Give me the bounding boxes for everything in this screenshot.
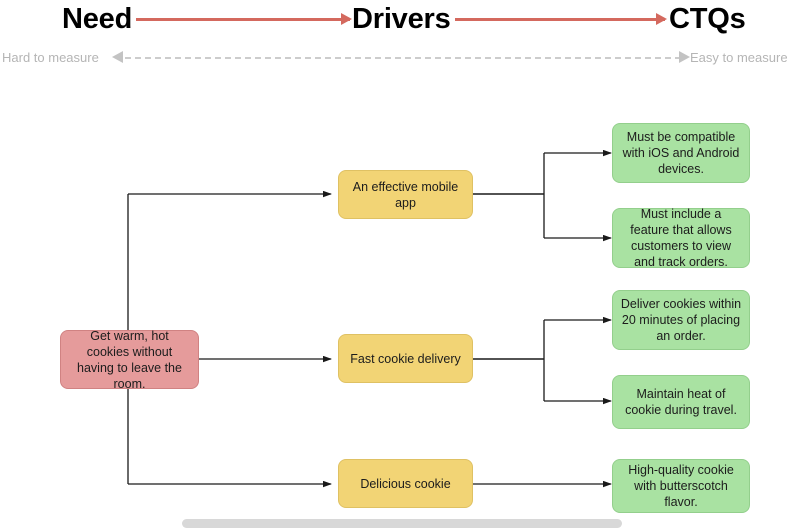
node-ctq-maintain-heat[interactable]: Maintain heat of cookie during travel. [612, 375, 750, 429]
node-ctq-label: High-quality cookie with butterscotch fl… [628, 463, 734, 509]
measure-right-arrow-icon [679, 51, 690, 63]
header-need: Need [62, 3, 133, 35]
node-driver-label: Fast cookie delivery [350, 351, 461, 366]
node-ctq-compatibility[interactable]: Must be compatible with iOS and Android … [612, 123, 750, 183]
node-driver-mobile-app[interactable]: An effective mobile app [338, 170, 473, 219]
header-ctqs: CTQs [669, 3, 746, 35]
node-driver-label: Delicious cookie [360, 476, 451, 491]
header-arrow-need-to-drivers [136, 13, 352, 25]
node-driver-label: An effective mobile app [352, 179, 459, 210]
measure-left-arrow-icon [112, 51, 123, 63]
node-ctq-label: Maintain heat of cookie during travel. [625, 387, 737, 417]
header-arrow-drivers-to-ctqs [455, 13, 667, 25]
node-ctq-label: Must include a feature that allows custo… [630, 207, 732, 269]
node-need[interactable]: Get warm, hot cookies without having to … [60, 328, 199, 391]
node-ctq-label: Must be compatible with iOS and Android … [622, 130, 740, 176]
horizontal-scrollbar-thumb[interactable] [182, 519, 622, 528]
node-driver-delicious-cookie[interactable]: Delicious cookie [338, 459, 473, 508]
horizontal-scrollbar-track[interactable] [0, 516, 799, 530]
measure-hard-label: Hard to measure [2, 50, 99, 65]
header-band: Need Drivers CTQs [0, 0, 799, 40]
measure-easy-label: Easy to measure [690, 50, 788, 65]
node-ctq-cookie-quality[interactable]: High-quality cookie with butterscotch fl… [612, 459, 750, 513]
node-driver-fast-delivery[interactable]: Fast cookie delivery [338, 334, 473, 383]
measure-dashed-line [125, 57, 681, 59]
node-ctq-delivery-time[interactable]: Deliver cookies within 20 minutes of pla… [612, 290, 750, 350]
node-ctq-label: Deliver cookies within 20 minutes of pla… [620, 297, 742, 343]
node-ctq-order-tracking[interactable]: Must include a feature that allows custo… [612, 207, 750, 269]
node-need-label: Get warm, hot cookies without having to … [77, 328, 182, 391]
measurability-scale: Hard to measure Easy to measure [0, 47, 799, 69]
header-drivers: Drivers [352, 3, 451, 35]
